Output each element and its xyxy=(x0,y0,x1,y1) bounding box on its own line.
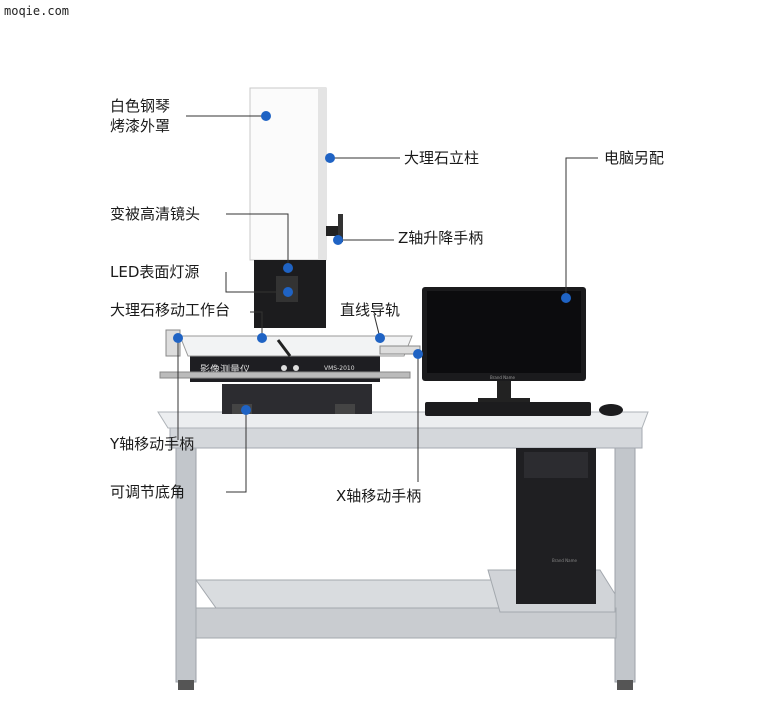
base-foot-right xyxy=(335,404,355,414)
keyboard xyxy=(425,402,591,416)
lower-shelf xyxy=(195,579,521,609)
z-handle xyxy=(326,226,340,236)
line-worktable xyxy=(250,311,263,338)
table-leg-right xyxy=(614,425,636,683)
marker-lens xyxy=(283,263,293,273)
front-knob-1 xyxy=(281,365,287,371)
callout-lines xyxy=(177,115,598,493)
label-cover: 白色钢琴 烤漆外罩 xyxy=(110,97,171,135)
computer-set: Brand Name Brand Name xyxy=(422,287,623,604)
marker-worktable xyxy=(257,333,267,343)
label-feet: 可调节底角 xyxy=(110,483,186,501)
measuring-machine: 影像测量仪 VMS-2010 Vision Measurement xyxy=(159,87,421,414)
marker-y-handle xyxy=(173,333,183,343)
foot-right xyxy=(617,680,633,690)
label-led: LED表面灯源 xyxy=(110,263,200,281)
monitor-base xyxy=(478,398,530,403)
monitor-stand xyxy=(497,381,511,399)
tower-brand: Brand Name xyxy=(552,558,578,563)
label-worktable: 大理石移动工作台 xyxy=(110,301,231,319)
label-computer: 电脑另配 xyxy=(604,149,665,167)
foot-left xyxy=(178,680,194,690)
marker-guide-rail xyxy=(375,333,385,343)
marker-column xyxy=(325,153,335,163)
marker-feet xyxy=(241,405,251,415)
line-lens xyxy=(226,213,289,268)
marker-cover xyxy=(261,111,271,121)
label-x-handle: X轴移动手柄 xyxy=(336,487,422,505)
label-y-handle: Y轴移动手柄 xyxy=(110,435,195,453)
table-apron xyxy=(169,425,643,449)
worktable-plate xyxy=(179,335,413,357)
column-shadow xyxy=(318,88,326,260)
label-z-handle: Z轴升降手柄 xyxy=(398,229,484,247)
line-feet xyxy=(226,410,247,493)
callout-markers xyxy=(173,111,571,415)
line-computer xyxy=(565,157,598,298)
table-leg-left xyxy=(175,425,197,683)
monitor-brand: Brand Name xyxy=(490,375,516,380)
x-rail-rod xyxy=(159,371,411,379)
marker-led xyxy=(283,287,293,297)
marker-z-handle xyxy=(333,235,343,245)
marker-computer xyxy=(561,293,571,303)
front-knob-2 xyxy=(293,365,299,371)
z-handle-grip xyxy=(338,214,343,242)
label-guide-rail: 直线导轨 xyxy=(340,301,401,319)
site-watermark: moqie.com xyxy=(4,4,70,18)
label-lens: 变被高清镜头 xyxy=(110,205,201,223)
lower-crossbar xyxy=(195,607,617,639)
line-led xyxy=(225,272,288,293)
tower-top-vent xyxy=(524,452,588,478)
probe-arm xyxy=(276,339,292,357)
marker-x-handle xyxy=(413,349,423,359)
label-column: 大理石立柱 xyxy=(404,149,480,167)
mouse xyxy=(599,404,623,416)
machine-model: VMS-2010 xyxy=(324,365,355,372)
monitor-screen xyxy=(427,291,581,373)
